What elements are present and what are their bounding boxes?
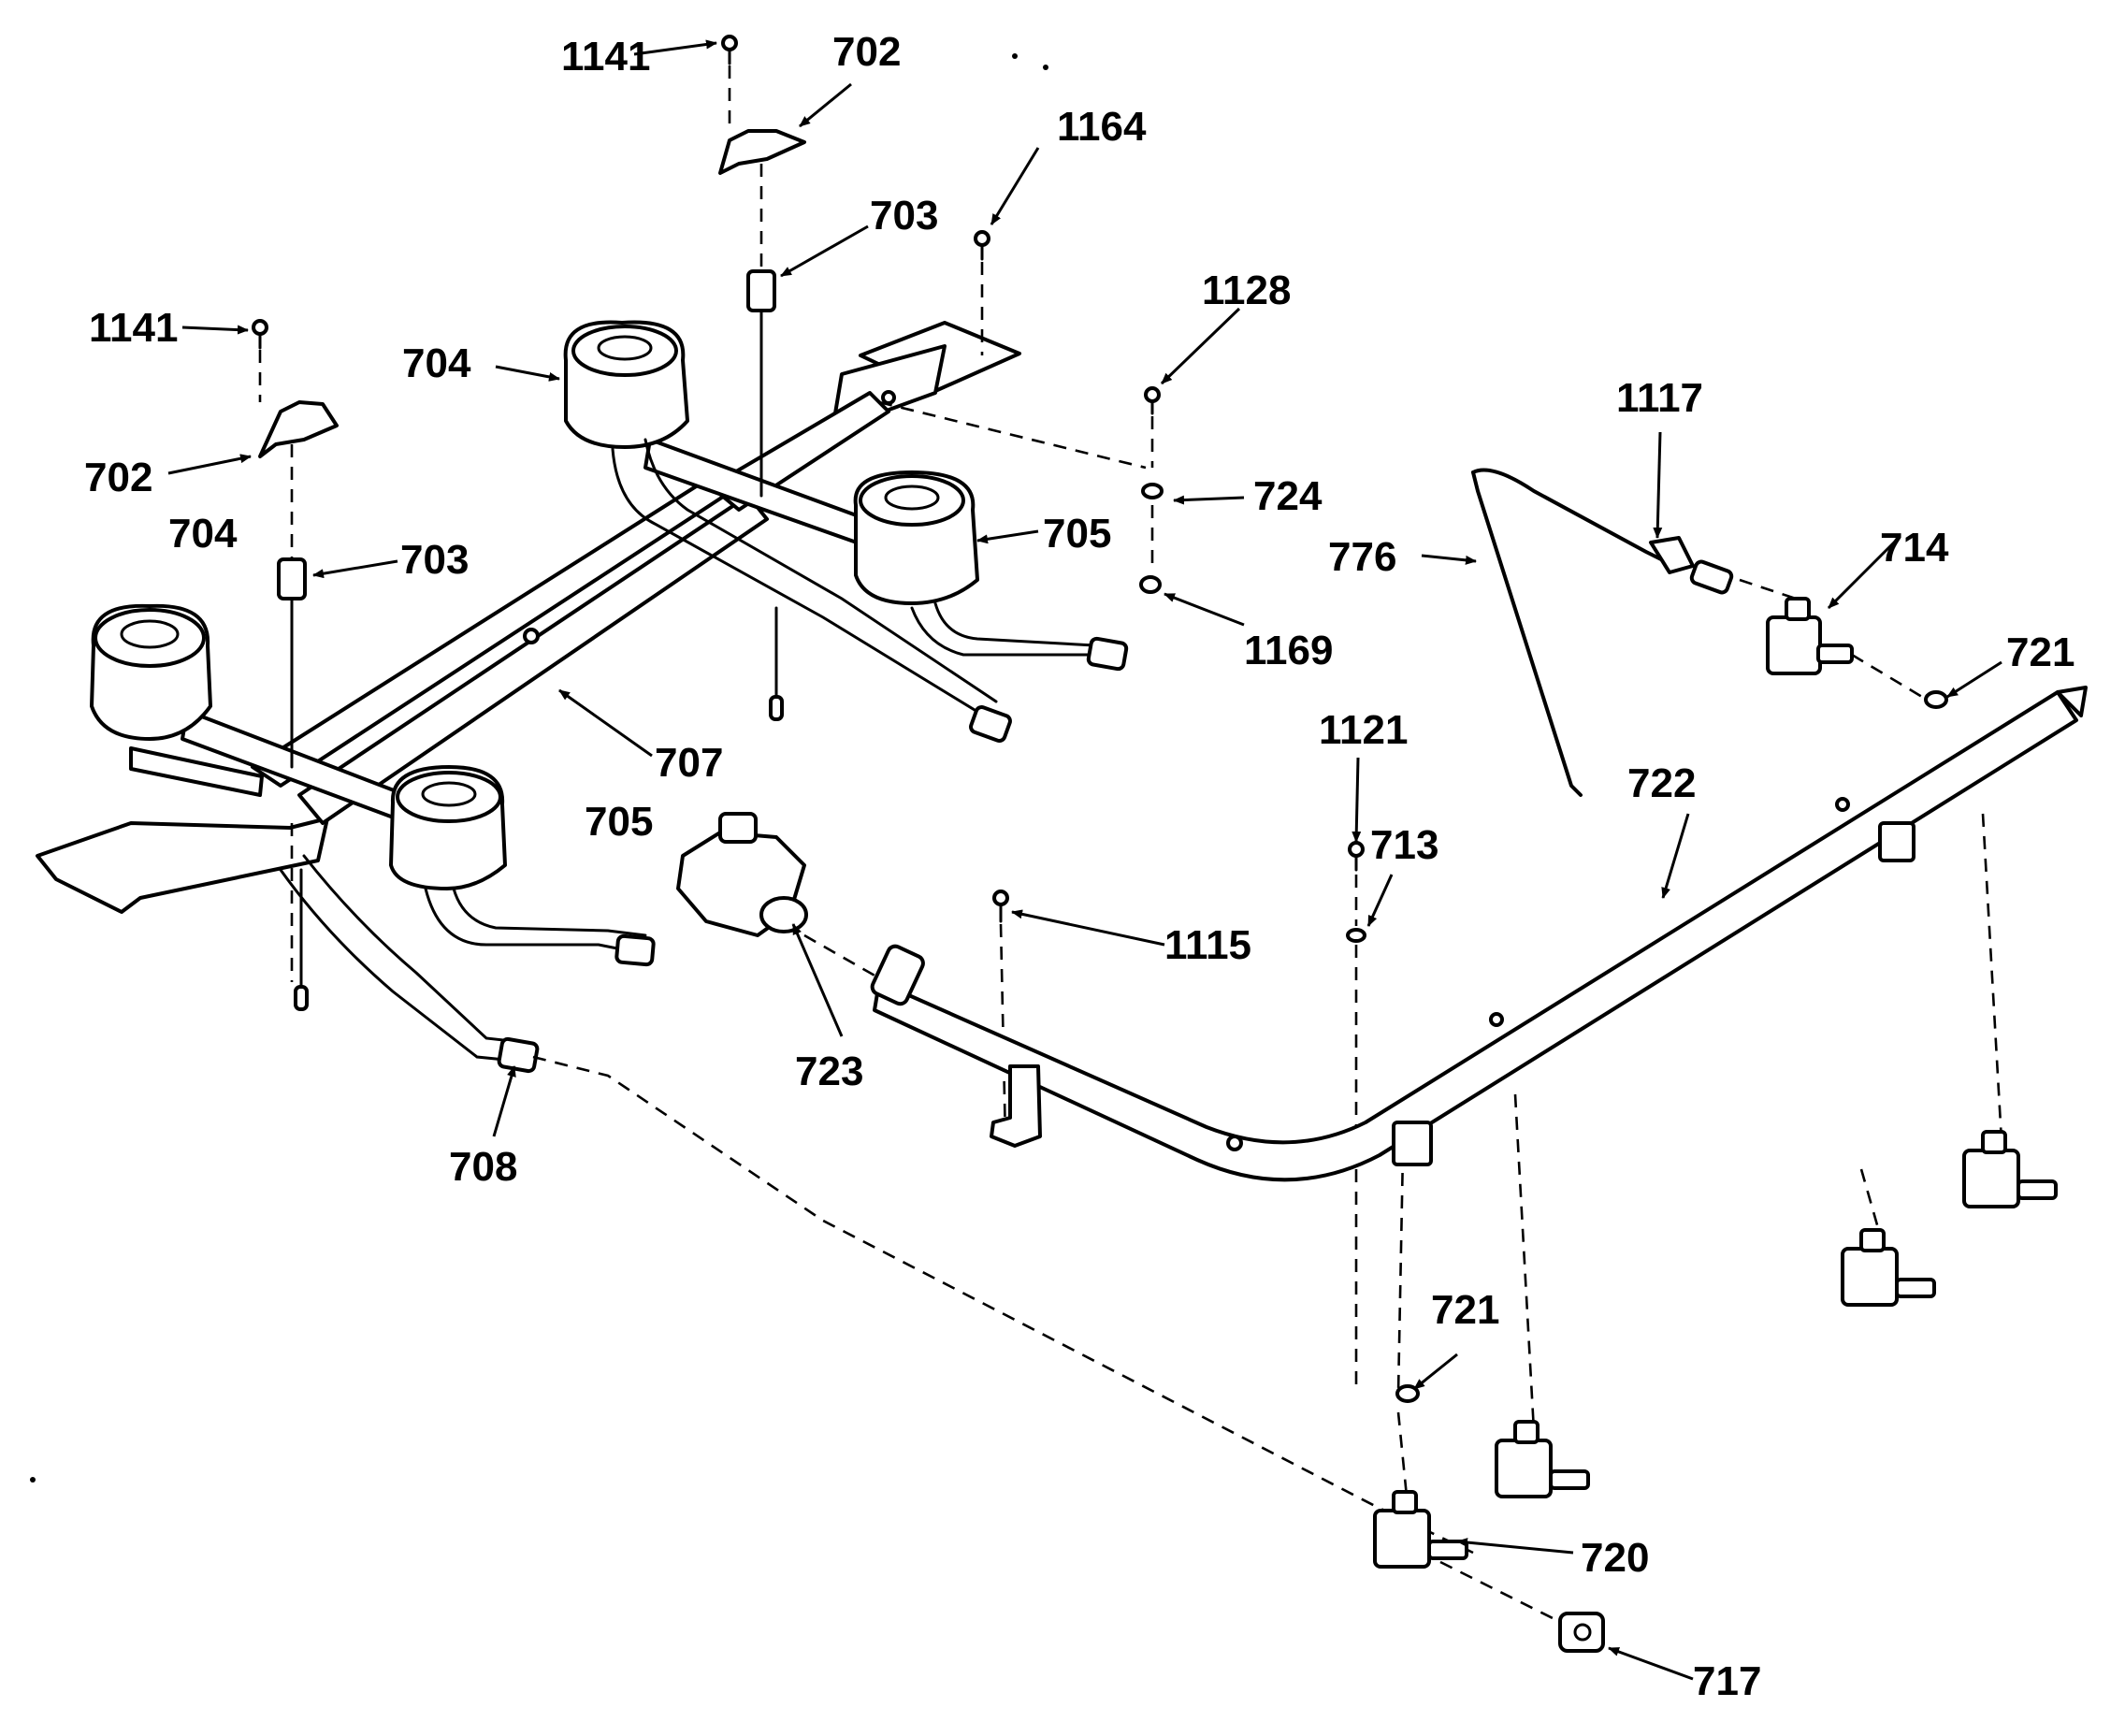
callout-label: 704 <box>402 340 471 386</box>
valve-720 <box>1373 1490 1468 1569</box>
burner-head-rear-left <box>563 320 689 449</box>
callout-label: 713 <box>1370 822 1438 868</box>
pressure-regulator <box>676 812 808 937</box>
callout-label: 723 <box>795 1049 863 1094</box>
callout-label: 1117 <box>1616 375 1703 421</box>
callout-label: 703 <box>400 537 469 583</box>
assembly-guide-lines <box>258 65 2003 1629</box>
burner-assembly <box>36 35 2003 1629</box>
callout-label: 1164 <box>1057 104 1147 150</box>
callout-label: 721 <box>1431 1287 1499 1333</box>
callout-label: 702 <box>84 455 152 500</box>
burner-gas-tubes <box>279 438 1124 1063</box>
callout-label: 707 <box>655 740 723 786</box>
callout-label: 722 <box>1627 760 1696 806</box>
igniter-electrodes <box>277 269 784 1011</box>
electrode-brackets <box>258 129 806 458</box>
callout-label: 720 <box>1581 1535 1649 1581</box>
burner-head-front-right <box>389 765 507 890</box>
callout-label: 721 <box>2006 629 2074 675</box>
leader-arrows <box>167 39 2002 1681</box>
callout-label: 705 <box>585 799 653 845</box>
callout-label: 714 <box>1880 525 1949 571</box>
callout-label: 724 <box>1253 473 1323 519</box>
callout-labels: 1141 702 1164 703 1128 1141 704 705 724 … <box>84 29 2074 1704</box>
valve-714 <box>1766 597 1854 675</box>
callout-label: 1141 <box>89 305 178 351</box>
scan-speck <box>30 1477 36 1483</box>
callout-label: 717 <box>1693 1658 1761 1704</box>
burner-head-rear-right <box>853 470 979 605</box>
valve-front-center <box>1495 1420 1590 1498</box>
callout-label: 1141 <box>561 34 650 80</box>
screws <box>252 35 1365 923</box>
burner-head-front-left <box>90 603 212 741</box>
flex-tube <box>1471 468 1734 797</box>
gas-manifold <box>870 686 2088 1182</box>
callout-label: 776 <box>1328 534 1396 580</box>
callout-label: 702 <box>832 29 901 75</box>
callout-label: 704 <box>168 511 238 557</box>
scan-speck <box>1043 65 1048 70</box>
valve-right-rear <box>1962 1130 2058 1208</box>
callout-label: 708 <box>449 1144 517 1190</box>
valve-cap <box>1558 1612 1605 1653</box>
valve-right-center <box>1841 1228 1936 1307</box>
washers <box>1139 483 1948 1403</box>
scan-speck <box>1012 53 1018 59</box>
callout-label: 1128 <box>1202 268 1291 313</box>
callout-label: 1169 <box>1244 628 1333 673</box>
callout-label: 705 <box>1043 511 1111 557</box>
callout-label: 703 <box>870 193 938 239</box>
tube-end-fittings <box>497 636 1129 1074</box>
callout-label: 1115 <box>1164 922 1251 968</box>
callout-label: 1121 <box>1319 707 1408 753</box>
